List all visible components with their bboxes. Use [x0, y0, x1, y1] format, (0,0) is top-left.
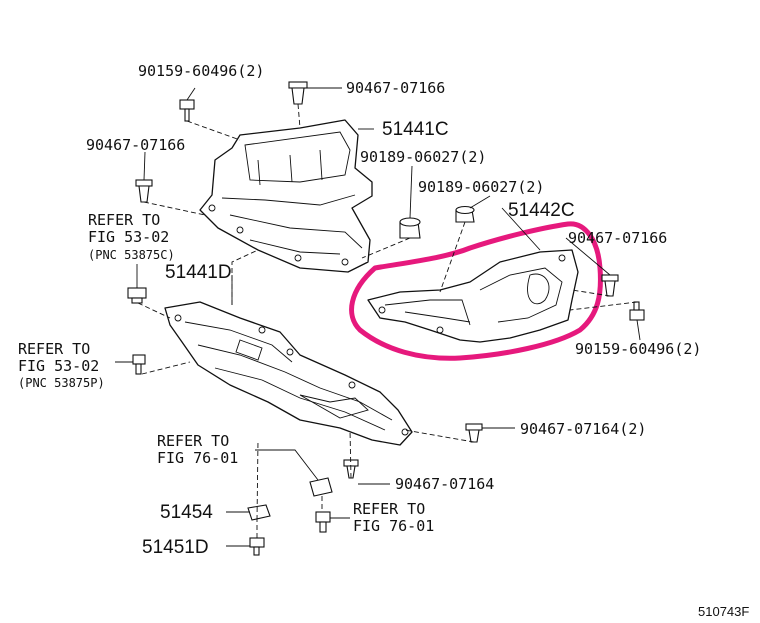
nut-90189-b: [455, 205, 475, 223]
label-90189-b: 90189-06027(2): [418, 178, 544, 196]
label-90467-right: 90467-07166: [568, 229, 667, 247]
label-51454: 51454: [160, 502, 213, 523]
fasteners: [127, 81, 645, 556]
bolt-51451d: [249, 537, 265, 556]
figure-id: 510743F: [698, 604, 749, 619]
clip-90467-right: [601, 274, 619, 297]
clip-51454: [247, 504, 271, 521]
leader-lines: [115, 87, 641, 547]
label-refer-4a: REFER TO: [353, 500, 425, 518]
bolt-refer-4: [315, 511, 331, 533]
dashed-lines: [137, 103, 638, 538]
nut-90189-a: [399, 217, 421, 239]
part-labels: 90159-60496(2) 90467-07166 51441C 90467-…: [18, 62, 749, 619]
label-refer-3b: FIG 76-01: [157, 449, 238, 467]
label-90159-top: 90159-60496(2): [138, 62, 264, 80]
clip-nut-left-1: [127, 287, 147, 304]
label-refer-1b: FIG 53-02: [88, 228, 169, 246]
label-refer-2c: (PNC 53875P): [18, 376, 105, 390]
label-refer-4b: FIG 76-01: [353, 517, 434, 535]
part-51441c-drawing: [199, 119, 373, 273]
label-90467-left: 90467-07166: [86, 136, 185, 154]
label-51442c: 51442C: [508, 200, 575, 221]
clip-90467-top: [288, 81, 308, 105]
label-refer-2a: REFER TO: [18, 340, 90, 358]
clip-90467-07164-2: [465, 423, 483, 443]
label-51441d: 51441D: [165, 262, 232, 283]
highlight-outline: [349, 221, 603, 361]
nut-refer-3: [309, 477, 333, 497]
label-90467-07164-2: 90467-07164(2): [520, 420, 646, 438]
bolt-90159-right: [629, 301, 645, 321]
label-90189-a: 90189-06027(2): [360, 148, 486, 166]
clip-90467-left: [135, 179, 153, 203]
bolt-90159-top: [179, 99, 195, 122]
label-refer-1a: REFER TO: [88, 211, 160, 229]
label-90467-07164: 90467-07164: [395, 475, 494, 493]
label-refer-1c: (PNC 53875C): [88, 248, 175, 262]
label-90159-right: 90159-60496(2): [575, 340, 701, 358]
part-51441d-drawing: [164, 301, 413, 446]
label-51451d: 51451D: [142, 537, 209, 558]
bolt-refer-2: [132, 354, 146, 375]
label-90467-top: 90467-07166: [346, 79, 445, 97]
label-51441c: 51441C: [382, 119, 449, 140]
label-refer-3a: REFER TO: [157, 432, 229, 450]
label-refer-2b: FIG 53-02: [18, 357, 99, 375]
